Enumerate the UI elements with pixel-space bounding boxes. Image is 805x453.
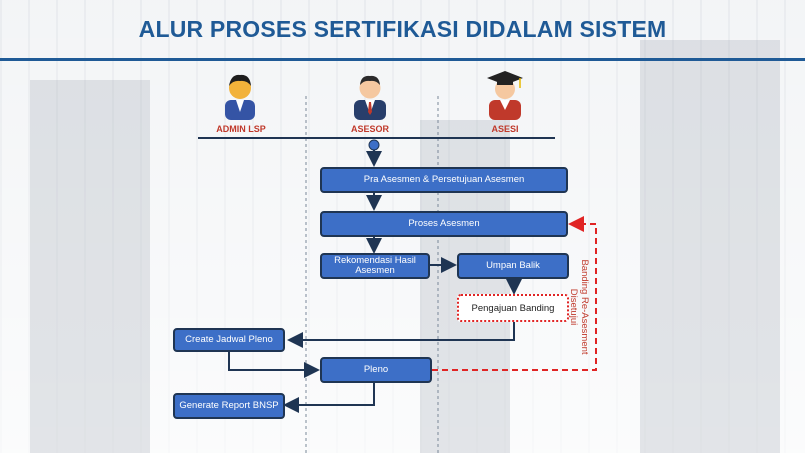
step-rekomendasi-hasil: Rekomendasi Hasil Asesmen <box>320 253 430 279</box>
step-proses-asesmen: Proses Asesmen <box>320 211 568 237</box>
step-pra-asesmen: Pra Asesmen & Persetujuan Asesmen <box>320 167 568 193</box>
actor-label-asesor: ASESOR <box>350 124 389 134</box>
step-pleno: Pleno <box>320 357 432 383</box>
background-building <box>640 40 780 453</box>
start-node <box>368 139 380 151</box>
actor-label-admin: ADMIN LSP <box>216 124 266 134</box>
page-title: ALUR PROSES SERTIFIKASI DIDALAM SISTEM <box>138 16 667 42</box>
background-building <box>30 80 150 453</box>
step-generate-report: Generate Report BNSP <box>173 393 285 419</box>
assessor-avatar-icon <box>354 75 386 120</box>
admin-avatar-icon <box>225 74 255 120</box>
banding-reassessment-label: Banding Re-Asesment Disetujui <box>567 259 590 355</box>
step-create-jadwal-pleno: Create Jadwal Pleno <box>173 328 285 352</box>
actor-label-asesi: ASESI <box>491 124 519 134</box>
graduate-avatar-icon <box>487 71 523 120</box>
step-umpan-balik: Umpan Balik <box>457 253 569 279</box>
title-underline <box>0 58 805 61</box>
step-pengajuan-banding: Pengajuan Banding <box>457 294 569 322</box>
